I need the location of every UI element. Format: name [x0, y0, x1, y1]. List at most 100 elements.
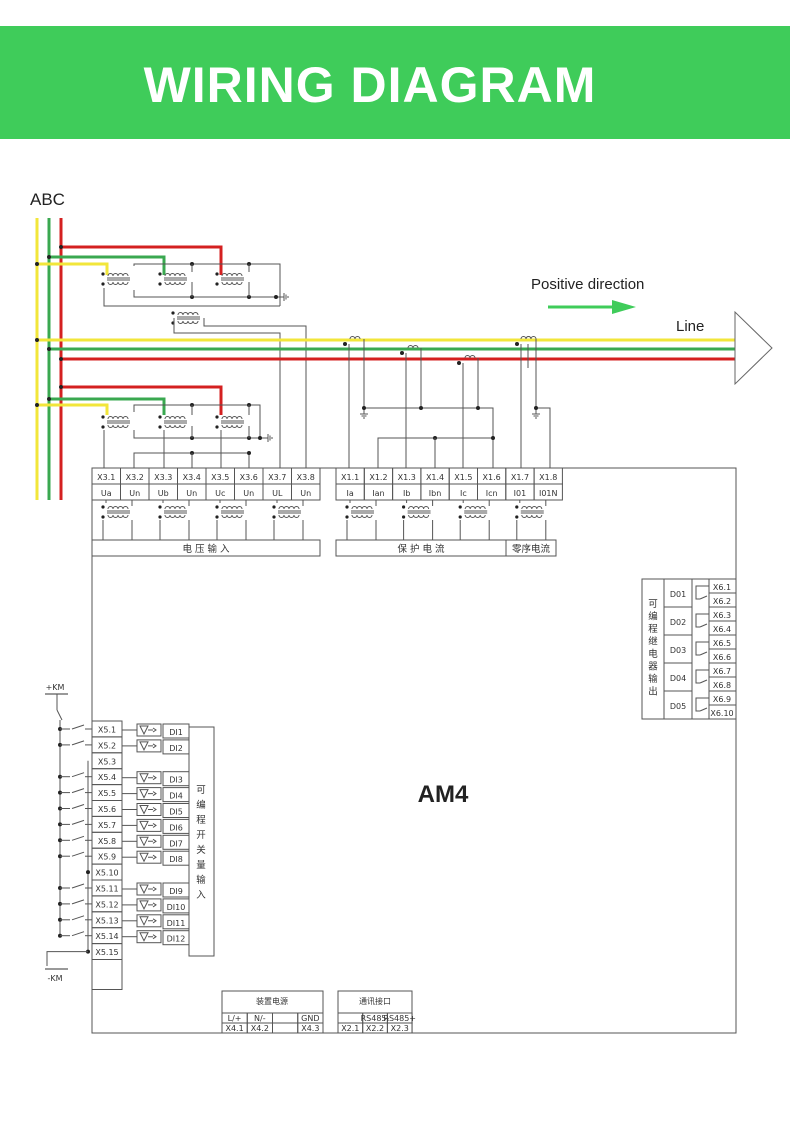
- wire: [364, 407, 494, 470]
- terminal-id: X3.3: [154, 473, 172, 482]
- relay-group-char: 器: [648, 662, 658, 673]
- di-terminal-id: X5.11: [95, 885, 118, 894]
- secondary-coil: [408, 514, 430, 518]
- di-channel-label: DI12: [167, 935, 186, 944]
- voltage-transformer-icon: [215, 505, 244, 519]
- junction-dot: [515, 342, 519, 346]
- polarity-dot: [272, 515, 276, 519]
- terminal-id: X3.1: [97, 473, 115, 482]
- optocoupler-icon: [139, 916, 157, 926]
- positive-direction-label: Positive direction: [531, 276, 644, 293]
- terminal-id: X1.7: [511, 473, 529, 482]
- wire: [103, 288, 280, 307]
- relay-terminal: [708, 704, 737, 720]
- current-transformer-icon: [402, 505, 431, 519]
- switch-contact-icon: [71, 740, 85, 746]
- relay-group-char: 出: [648, 686, 658, 698]
- polarity-dot: [515, 515, 519, 519]
- relay-contact-icon: [695, 585, 709, 600]
- wire: [56, 709, 63, 721]
- current-transformer-icon: [464, 355, 476, 359]
- junction-dot: [419, 406, 423, 410]
- di-channel-label: DI9: [169, 887, 183, 896]
- polarity-dot: [215, 282, 219, 286]
- voltage-transformer-icon: [215, 415, 244, 429]
- di-terminal-id: X5.8: [98, 837, 116, 846]
- secondary-coil: [107, 514, 129, 518]
- switch-contact-icon: [71, 915, 85, 921]
- optocoupler-icon: [139, 773, 157, 783]
- terminal-id: X3.7: [268, 473, 286, 482]
- polarity-dot: [158, 505, 162, 509]
- page-title: WIRING DIAGRAM: [143, 57, 597, 113]
- wire: [536, 407, 551, 470]
- di-terminal-id: X5.12: [95, 900, 118, 909]
- primary-coil: [351, 506, 373, 510]
- relay-terminal-id: X6.10: [710, 709, 733, 718]
- relay-group-char: 程: [648, 624, 658, 635]
- wire: [203, 318, 307, 470]
- polarity-dot: [101, 415, 105, 419]
- current-transformer-icon: [407, 345, 419, 349]
- relay-group-char: 编: [648, 611, 658, 623]
- junction-dot: [59, 385, 63, 389]
- voltage-transformer-icon: [215, 272, 244, 286]
- di-terminal-id: X5.4: [98, 773, 116, 782]
- voltage-input-label: 电 压 输 入: [182, 543, 230, 555]
- optocoupler-icon: [139, 820, 157, 831]
- header-banner: WIRING DIAGRAM: [0, 26, 790, 139]
- ground-icon: [532, 410, 540, 419]
- junction-dot: [47, 397, 51, 401]
- polarity-dot: [158, 282, 162, 286]
- relay-name-cell: [663, 690, 693, 720]
- polarity-dot: [345, 505, 349, 509]
- terminal-signal: Ua: [101, 489, 112, 498]
- secondary-coil: [164, 281, 186, 285]
- relay-group-char: 输: [648, 673, 658, 685]
- polarity-dot: [402, 515, 406, 519]
- phases-label: ABC: [30, 190, 65, 209]
- phase-a-tap: [37, 262, 109, 275]
- relay-group-char: 电: [648, 648, 658, 660]
- di-channel-label: DI3: [169, 776, 183, 785]
- optocoupler-icon: [139, 805, 157, 815]
- primary-coil: [164, 506, 186, 510]
- polarity-dot: [402, 505, 406, 509]
- phase-c-tap: [61, 245, 223, 275]
- relay-name: D05: [670, 702, 686, 711]
- secondary-coil: [221, 281, 243, 285]
- optocoupler-icon: [139, 852, 157, 863]
- secondary-coil: [164, 514, 186, 518]
- secondary-coil: [107, 281, 129, 285]
- plus-km-label: +KM: [46, 683, 65, 692]
- di-terminal-id: X5.3: [98, 757, 116, 766]
- polarity-dot: [215, 415, 219, 419]
- terminal-id: X1.3: [398, 473, 416, 482]
- polarity-dot: [345, 515, 349, 519]
- junction-dot: [59, 245, 63, 249]
- primary-coil: [177, 312, 199, 316]
- phase-c-tap: [61, 385, 223, 415]
- ground-icon: [264, 434, 273, 442]
- polarity-dot: [158, 515, 162, 519]
- primary-coil: [221, 416, 243, 420]
- terminal-signal: Ub: [158, 489, 169, 498]
- relay-name: D04: [670, 674, 686, 683]
- zero-sequence-group: [505, 539, 557, 557]
- terminal-signal: Un: [129, 489, 140, 498]
- wire: [377, 437, 493, 470]
- primary-coil: [278, 506, 300, 510]
- ps-signal: GND: [301, 1014, 319, 1023]
- terminal-signal: Ib: [403, 489, 410, 498]
- terminal-id: X3.4: [183, 473, 201, 482]
- voltage-transformer-icon: [101, 505, 130, 519]
- junction-dot: [47, 255, 51, 259]
- secondary-coil: [164, 424, 186, 428]
- terminal-id: X1.4: [426, 473, 444, 482]
- switch-contact-icon: [71, 724, 85, 730]
- ps-terminal: X4.2: [251, 1024, 269, 1033]
- di-channel-label: DI8: [169, 855, 183, 864]
- arrow-head-icon: [612, 300, 636, 314]
- polarity-dot: [101, 505, 105, 509]
- switch-contact-icon: [71, 851, 85, 857]
